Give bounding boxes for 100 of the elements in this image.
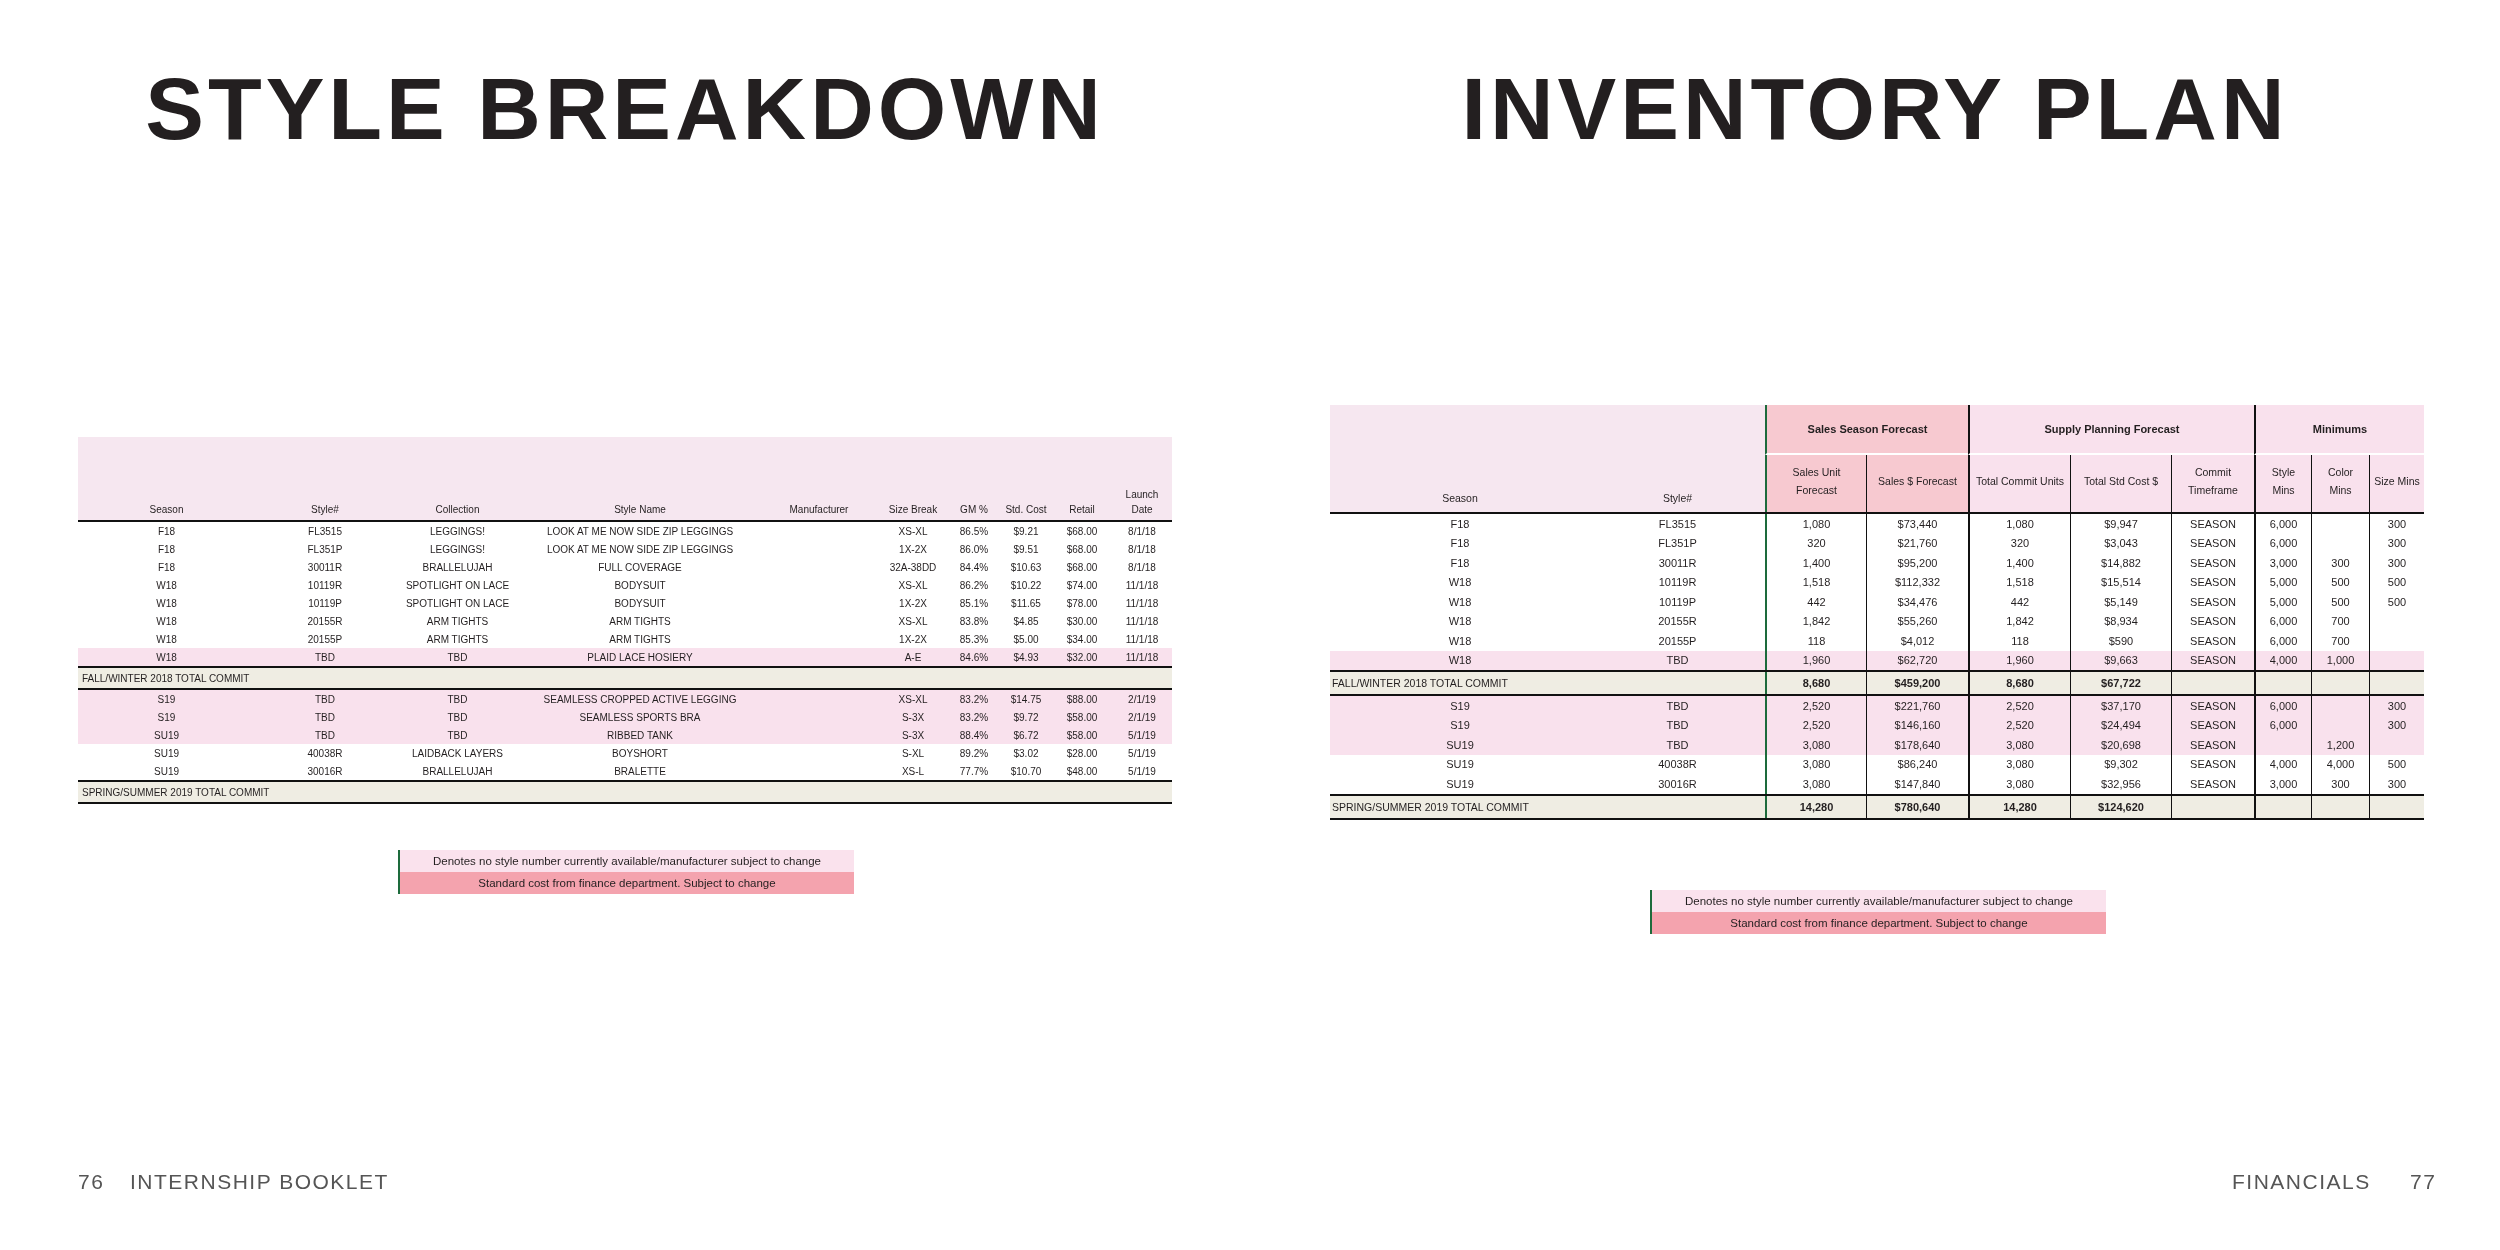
table-value: 11/1/18 xyxy=(1124,614,1160,629)
column-header: Std. Cost xyxy=(1004,503,1048,517)
table-value: 1,080 xyxy=(2006,517,2034,530)
table-value: 1,518 xyxy=(2006,576,2034,589)
table-value: $15,514 xyxy=(2101,576,2141,589)
table-value: 89.2% xyxy=(958,746,990,761)
table-value: 30016R xyxy=(306,764,344,779)
table-value: 86.0% xyxy=(958,542,990,557)
table-value: 3,080 xyxy=(1802,738,1831,751)
table-value: $146,160 xyxy=(1894,719,1941,732)
table-value: $78.00 xyxy=(1065,596,1099,611)
table-value: BOYSHORT xyxy=(611,746,669,761)
table-value: ARM TIGHTS xyxy=(425,614,490,629)
table-value: TBD xyxy=(314,728,336,743)
table-value: A-E xyxy=(903,650,923,665)
column-header: Season xyxy=(1441,491,1479,507)
table-value: 1,842 xyxy=(1802,615,1831,628)
table-value: $459,200 xyxy=(1894,677,1941,689)
table-value: SEASON xyxy=(2190,719,2236,732)
table-value: SEASON xyxy=(2190,777,2236,790)
page-number: 77 xyxy=(2410,1170,2437,1194)
table-value: TBD xyxy=(446,692,469,707)
footer-text: FINANCIALS xyxy=(2232,1170,2371,1194)
table-value: SEASON xyxy=(2190,738,2236,751)
table-value: TBD xyxy=(446,728,469,743)
page-heading: STYLE BREAKDOWN xyxy=(144,58,1106,160)
table-value: FL3515 xyxy=(307,524,343,539)
column-header: Sales Unit Forecast xyxy=(1765,455,1866,512)
column-header: GM % xyxy=(959,503,989,517)
table-value: LOOK AT ME NOW SIDE ZIP LEGGINGS xyxy=(545,524,735,539)
table-value: $10.22 xyxy=(1009,578,1043,593)
table-value: $74.00 xyxy=(1065,578,1099,593)
table-value: SU19 xyxy=(153,764,180,779)
column-header: Total Std Cost $ xyxy=(2070,455,2171,512)
table-value: $37,170 xyxy=(2101,699,2141,712)
table-value: $9,947 xyxy=(2104,517,2138,530)
table-value: S19 xyxy=(156,692,177,707)
table-value: S19 xyxy=(1450,699,1470,712)
table-value: F18 xyxy=(1450,517,1470,530)
table-value: XS-XL xyxy=(897,578,929,593)
table-value: LEGGINGS! xyxy=(429,542,486,557)
table-value: 500 xyxy=(2387,595,2407,608)
table-value: ARM TIGHTS xyxy=(608,632,672,647)
table-value: 11/1/18 xyxy=(1124,596,1160,611)
table-value: 500 xyxy=(2331,595,2350,608)
table-value: F18 xyxy=(156,560,177,575)
table-value: $30.00 xyxy=(1065,614,1099,629)
table-value: 30016R xyxy=(1658,777,1697,790)
table-value: 700 xyxy=(2331,615,2350,628)
table-value: F18 xyxy=(156,524,177,539)
table-value: XS-XL xyxy=(897,524,929,539)
column-header: Season xyxy=(148,503,185,517)
table-value: 4,000 xyxy=(2269,654,2298,667)
table-value: W18 xyxy=(1448,576,1472,589)
table-value: 500 xyxy=(2387,576,2407,589)
table-value: SEAMLESS SPORTS BRA xyxy=(578,710,702,725)
table-value: 20155R xyxy=(1658,615,1697,628)
table-value: 11/1/18 xyxy=(1124,650,1160,665)
table-value: 40038R xyxy=(306,746,344,761)
table-value: $9.51 xyxy=(1012,542,1040,557)
table-value: 3,080 xyxy=(2006,758,2034,771)
table-value: $20,698 xyxy=(2101,738,2141,751)
table-value: $21,760 xyxy=(1897,537,1938,550)
table-value: TBD xyxy=(1666,699,1689,712)
table-value: 1,960 xyxy=(1802,654,1831,667)
table-value: LOOK AT ME NOW SIDE ZIP LEGGINGS xyxy=(545,542,735,557)
table-value: W18 xyxy=(1448,595,1472,608)
table-value: SEASON xyxy=(2190,615,2236,628)
table-value: $4,012 xyxy=(1900,634,1935,647)
table-value: $68.00 xyxy=(1065,560,1099,575)
table-value: $62,720 xyxy=(1897,654,1938,667)
table-value: $11.65 xyxy=(1010,596,1042,611)
table-value: FL3515 xyxy=(1658,517,1697,530)
table-value: $48.00 xyxy=(1065,764,1099,779)
table-value: $28.00 xyxy=(1065,746,1099,761)
table-value: $14.75 xyxy=(1009,692,1043,707)
column-header: Style Name xyxy=(613,503,667,517)
table-value: $147,840 xyxy=(1894,777,1941,790)
table-value: 1,518 xyxy=(1802,576,1831,589)
table-value: 5,000 xyxy=(2269,576,2298,589)
table-value: 4,000 xyxy=(2269,758,2298,771)
table-value: F18 xyxy=(1450,537,1470,550)
table-value: 6,000 xyxy=(2269,634,2298,647)
table-value: 700 xyxy=(2331,634,2350,647)
table-value: FL351P xyxy=(306,542,344,557)
table-value: $9.72 xyxy=(1012,710,1040,725)
table-value: FL351P xyxy=(1658,537,1697,550)
table-value: 40038R xyxy=(1658,758,1697,771)
group-header: Sales Season Forecast xyxy=(1765,405,1968,455)
table-value: 1,400 xyxy=(1802,556,1831,569)
column-header: Sales $ Forecast xyxy=(1866,455,1968,512)
table-value: 320 xyxy=(2010,537,2030,550)
table-value: SEASON xyxy=(2190,556,2236,569)
column-header: Commit Timeframe xyxy=(2171,455,2254,512)
table-value: SEASON xyxy=(2190,595,2236,608)
table-value: FULL COVERAGE xyxy=(597,560,683,575)
table-value: SEASON xyxy=(2190,634,2236,647)
column-header: Style Mins xyxy=(2254,455,2311,512)
table-value: $9.21 xyxy=(1012,524,1040,539)
table-value: 1,000 xyxy=(2326,654,2355,667)
